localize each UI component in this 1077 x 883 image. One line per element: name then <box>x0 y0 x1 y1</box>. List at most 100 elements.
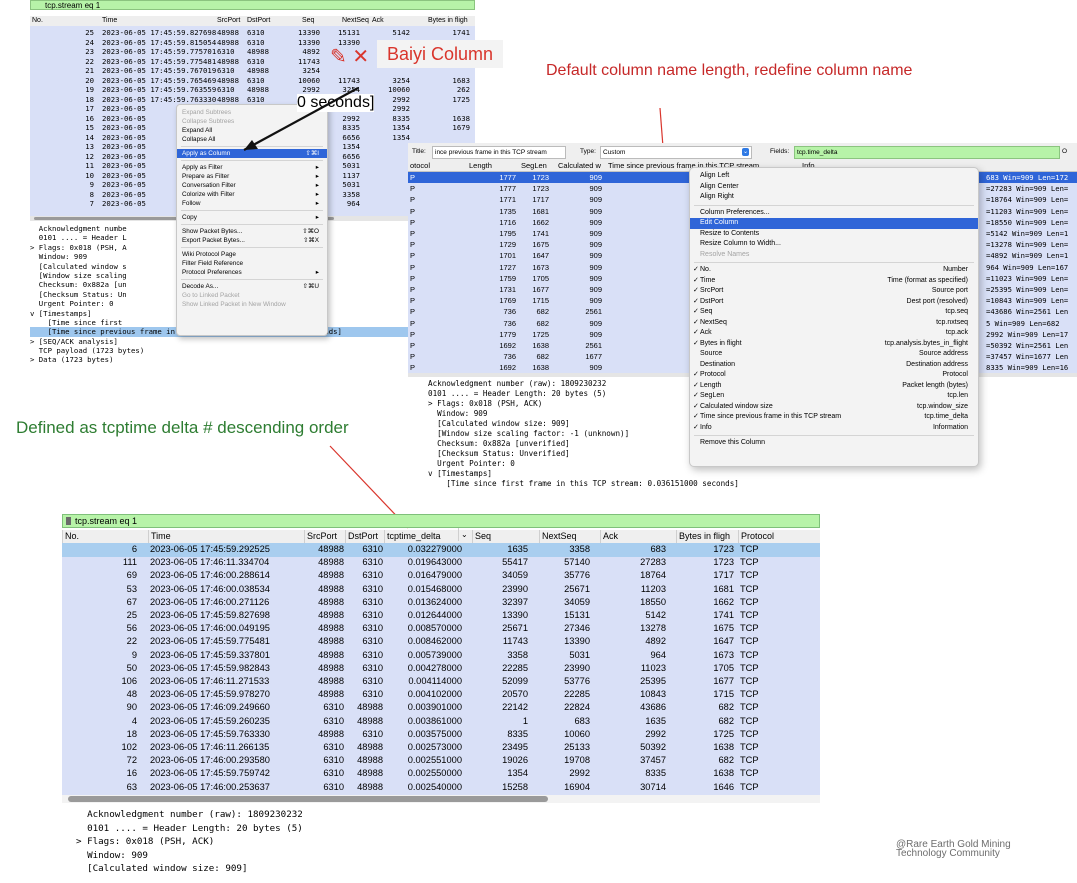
detail-line[interactable]: TCP payload (1723 bytes) <box>30 346 145 356</box>
menu-item[interactable]: Align Center <box>690 182 978 193</box>
detail-line[interactable]: 0101 .... = Header L <box>30 233 127 243</box>
menu-item[interactable]: Conversation Filter▸ <box>177 181 327 190</box>
title-input[interactable]: ince previous frame in this TCP stream <box>432 146 566 159</box>
detail-line[interactable]: [Calculated window size: 909] <box>76 863 248 875</box>
type-select[interactable]: Custom⌄ <box>600 146 752 159</box>
detail-line[interactable]: v [Timestamps] <box>428 469 493 478</box>
detail-line[interactable]: Window: 909 <box>428 409 488 418</box>
detail-line[interactable]: [Time since first frame in this TCP stre… <box>428 479 739 488</box>
detail-line[interactable]: Acknowledgment numbe <box>30 224 127 233</box>
ok-label[interactable]: O <box>1062 148 1068 155</box>
fields-input[interactable]: tcp.time_delta <box>794 146 1060 159</box>
menu-item[interactable]: Apply as Filter▸ <box>177 163 327 172</box>
detail-line[interactable]: [Checksum Status: Unverified] <box>428 449 570 458</box>
detail-line[interactable]: Window: 909 <box>76 849 148 861</box>
menu-item[interactable]: Copy▸ <box>177 213 327 222</box>
menu-item[interactable]: Show Packet Bytes...⇧⌘O <box>177 227 327 236</box>
detail-line[interactable]: > [SEQ/ACK analysis] <box>30 336 118 346</box>
detail-line[interactable]: Urgent Pointer: 0 <box>428 459 515 468</box>
menu-item[interactable]: Follow▸ <box>177 199 327 208</box>
menu-item[interactable]: Expand All <box>177 126 327 135</box>
detail-line[interactable]: Checksum: 0x882a [un <box>30 280 127 290</box>
menu-item[interactable]: Align Right <box>690 192 978 203</box>
detail-line[interactable]: > Flags: 0x018 (PSH, A <box>30 242 127 252</box>
detail-line[interactable]: > Flags: 0x018 (PSH, ACK) <box>428 399 543 408</box>
detail-line[interactable]: [Calculated window size: 909] <box>428 419 570 428</box>
menu-item[interactable]: Decode As...⇧⌘U <box>177 282 327 291</box>
menu-item[interactable]: Collapse All <box>177 135 327 144</box>
menu-item[interactable]: Prepare as Filter▸ <box>177 172 327 181</box>
detail-line[interactable]: Window: 909 <box>30 252 88 262</box>
detail-line[interactable]: Acknowledgment number (raw): 1809230232 <box>428 379 607 388</box>
menu-item[interactable]: Remove this Column <box>690 438 978 449</box>
detail-line[interactable]: [Window size scaling <box>30 270 127 280</box>
detail-line[interactable]: v [Timestamps] <box>30 308 92 318</box>
menu-item[interactable]: Protocol Preferences▸ <box>177 268 327 277</box>
menu-item[interactable]: Resize to Contents <box>690 229 978 240</box>
menu-item[interactable]: Resize Column to Width... <box>690 239 978 250</box>
detail-line[interactable]: [Window size scaling factor: -1 (unknown… <box>428 429 630 438</box>
detail-line[interactable]: 0101 .... = Header Length: 20 bytes (5) <box>76 822 303 834</box>
menu-item[interactable]: Edit Column <box>690 218 978 229</box>
detail-line[interactable]: Checksum: 0x882a [unverified] <box>428 439 570 448</box>
sort-descending-icon[interactable]: ⌄ <box>458 528 468 541</box>
menu-item[interactable]: Export Packet Bytes...⇧⌘X <box>177 236 327 245</box>
menu-item[interactable]: Apply as Column⇧⌘I <box>177 149 327 158</box>
detail-line[interactable]: [Calculated window s <box>30 261 127 271</box>
bookmark-icon[interactable] <box>66 517 71 525</box>
menu-item[interactable]: Colorize with Filter▸ <box>177 190 327 199</box>
menu-item[interactable]: Wiki Protocol Page <box>177 250 327 259</box>
horizontal-scrollbar[interactable] <box>62 795 820 803</box>
menu-item[interactable]: Filter Field Reference <box>177 259 327 268</box>
detail-line[interactable]: > Flags: 0x018 (PSH, ACK) <box>76 836 215 848</box>
detail-line[interactable]: [Checksum Status: Un <box>30 289 127 299</box>
menu-item[interactable]: Column Preferences... <box>690 208 978 219</box>
detail-line[interactable]: 0101 .... = Header Length: 20 bytes (5) <box>428 389 607 398</box>
menu-item[interactable]: ✓Time since previous frame in this TCP s… <box>690 412 978 423</box>
detail-line[interactable]: > Data (1723 bytes) <box>30 355 114 365</box>
display-filter-bar[interactable]: tcp.stream eq 1 <box>62 514 820 528</box>
scrollbar-thumb[interactable] <box>68 796 548 802</box>
detail-line[interactable]: Urgent Pointer: 0 <box>30 299 114 309</box>
menu-item[interactable]: ✓No.Number <box>690 265 978 276</box>
